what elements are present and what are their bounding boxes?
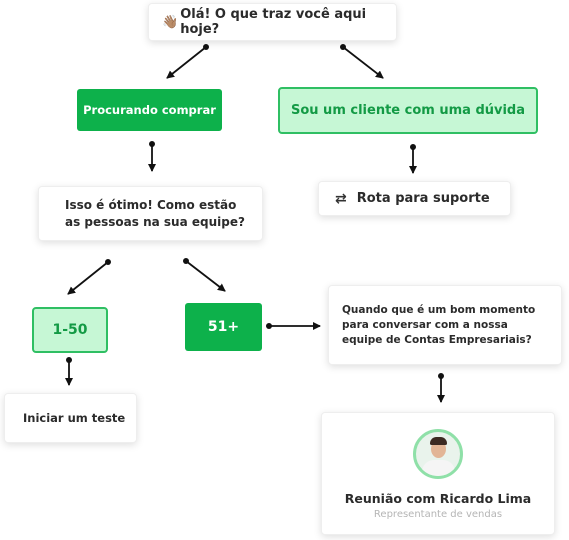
support-route-card[interactable]: ⇄ Rota para suporte (318, 181, 511, 216)
start-trial-card[interactable]: Iniciar um teste (4, 393, 137, 443)
team-size-large-label: 51+ (207, 319, 240, 335)
arrow-greeting-to-buying (166, 44, 209, 79)
team-question-line-1: Isso é ótimo! Como estão (65, 197, 237, 212)
arrow-time-to-meeting (437, 373, 445, 403)
arrow-team-to-small (67, 259, 111, 295)
team-size-large-button[interactable]: 51+ (185, 303, 262, 351)
client-question-label: Sou um cliente com uma dúvida (290, 103, 526, 118)
swap-arrows-icon: ⇄ (335, 190, 347, 207)
team-question-line-2: as pessoas na sua equipe? (65, 214, 245, 229)
team-size-question-card: Isso é ótimo! Como estão as pessoas na s… (38, 186, 263, 241)
arrow-team-to-large (183, 258, 226, 292)
meeting-card[interactable]: Reunião com Ricardo Lima Representante d… (321, 412, 555, 535)
start-trial-label: Iniciar um teste (23, 411, 126, 425)
buying-option-button[interactable]: Procurando comprar (77, 89, 222, 131)
arrow-large-to-time-question (266, 322, 321, 330)
avatar (413, 429, 463, 479)
team-size-small-label: 1-50 (52, 322, 88, 338)
client-question-option-button[interactable]: Sou um cliente com uma dúvida (278, 87, 538, 134)
support-route-label: Rota para suporte (356, 191, 490, 206)
greeting-card: 👋🏽 Olá! O que traz você aqui hoje? (148, 3, 397, 41)
greeting-text: Olá! O que traz você aqui hoje? (180, 7, 367, 37)
arrow-client-to-support (409, 144, 417, 174)
meeting-time-question-card: Quando que é um bom momento para convers… (328, 285, 562, 365)
time-question-line-3: equipe de Contas Empresariais? (342, 333, 532, 346)
arrow-greeting-to-client (340, 44, 384, 79)
time-question-line-1: Quando que é um bom momento (342, 303, 536, 316)
waving-hand-icon: 👋🏽 (162, 14, 179, 30)
meeting-subtitle: Representante de vendas (373, 509, 503, 520)
time-question-line-2: para conversar com a nossa (342, 318, 508, 331)
buying-option-label: Procurando comprar (83, 103, 216, 117)
team-size-small-button[interactable]: 1-50 (32, 307, 108, 353)
meeting-title: Reunião com Ricardo Lima (344, 491, 532, 506)
arrow-buying-to-team-question (148, 141, 156, 172)
arrow-small-to-trial (65, 357, 73, 386)
